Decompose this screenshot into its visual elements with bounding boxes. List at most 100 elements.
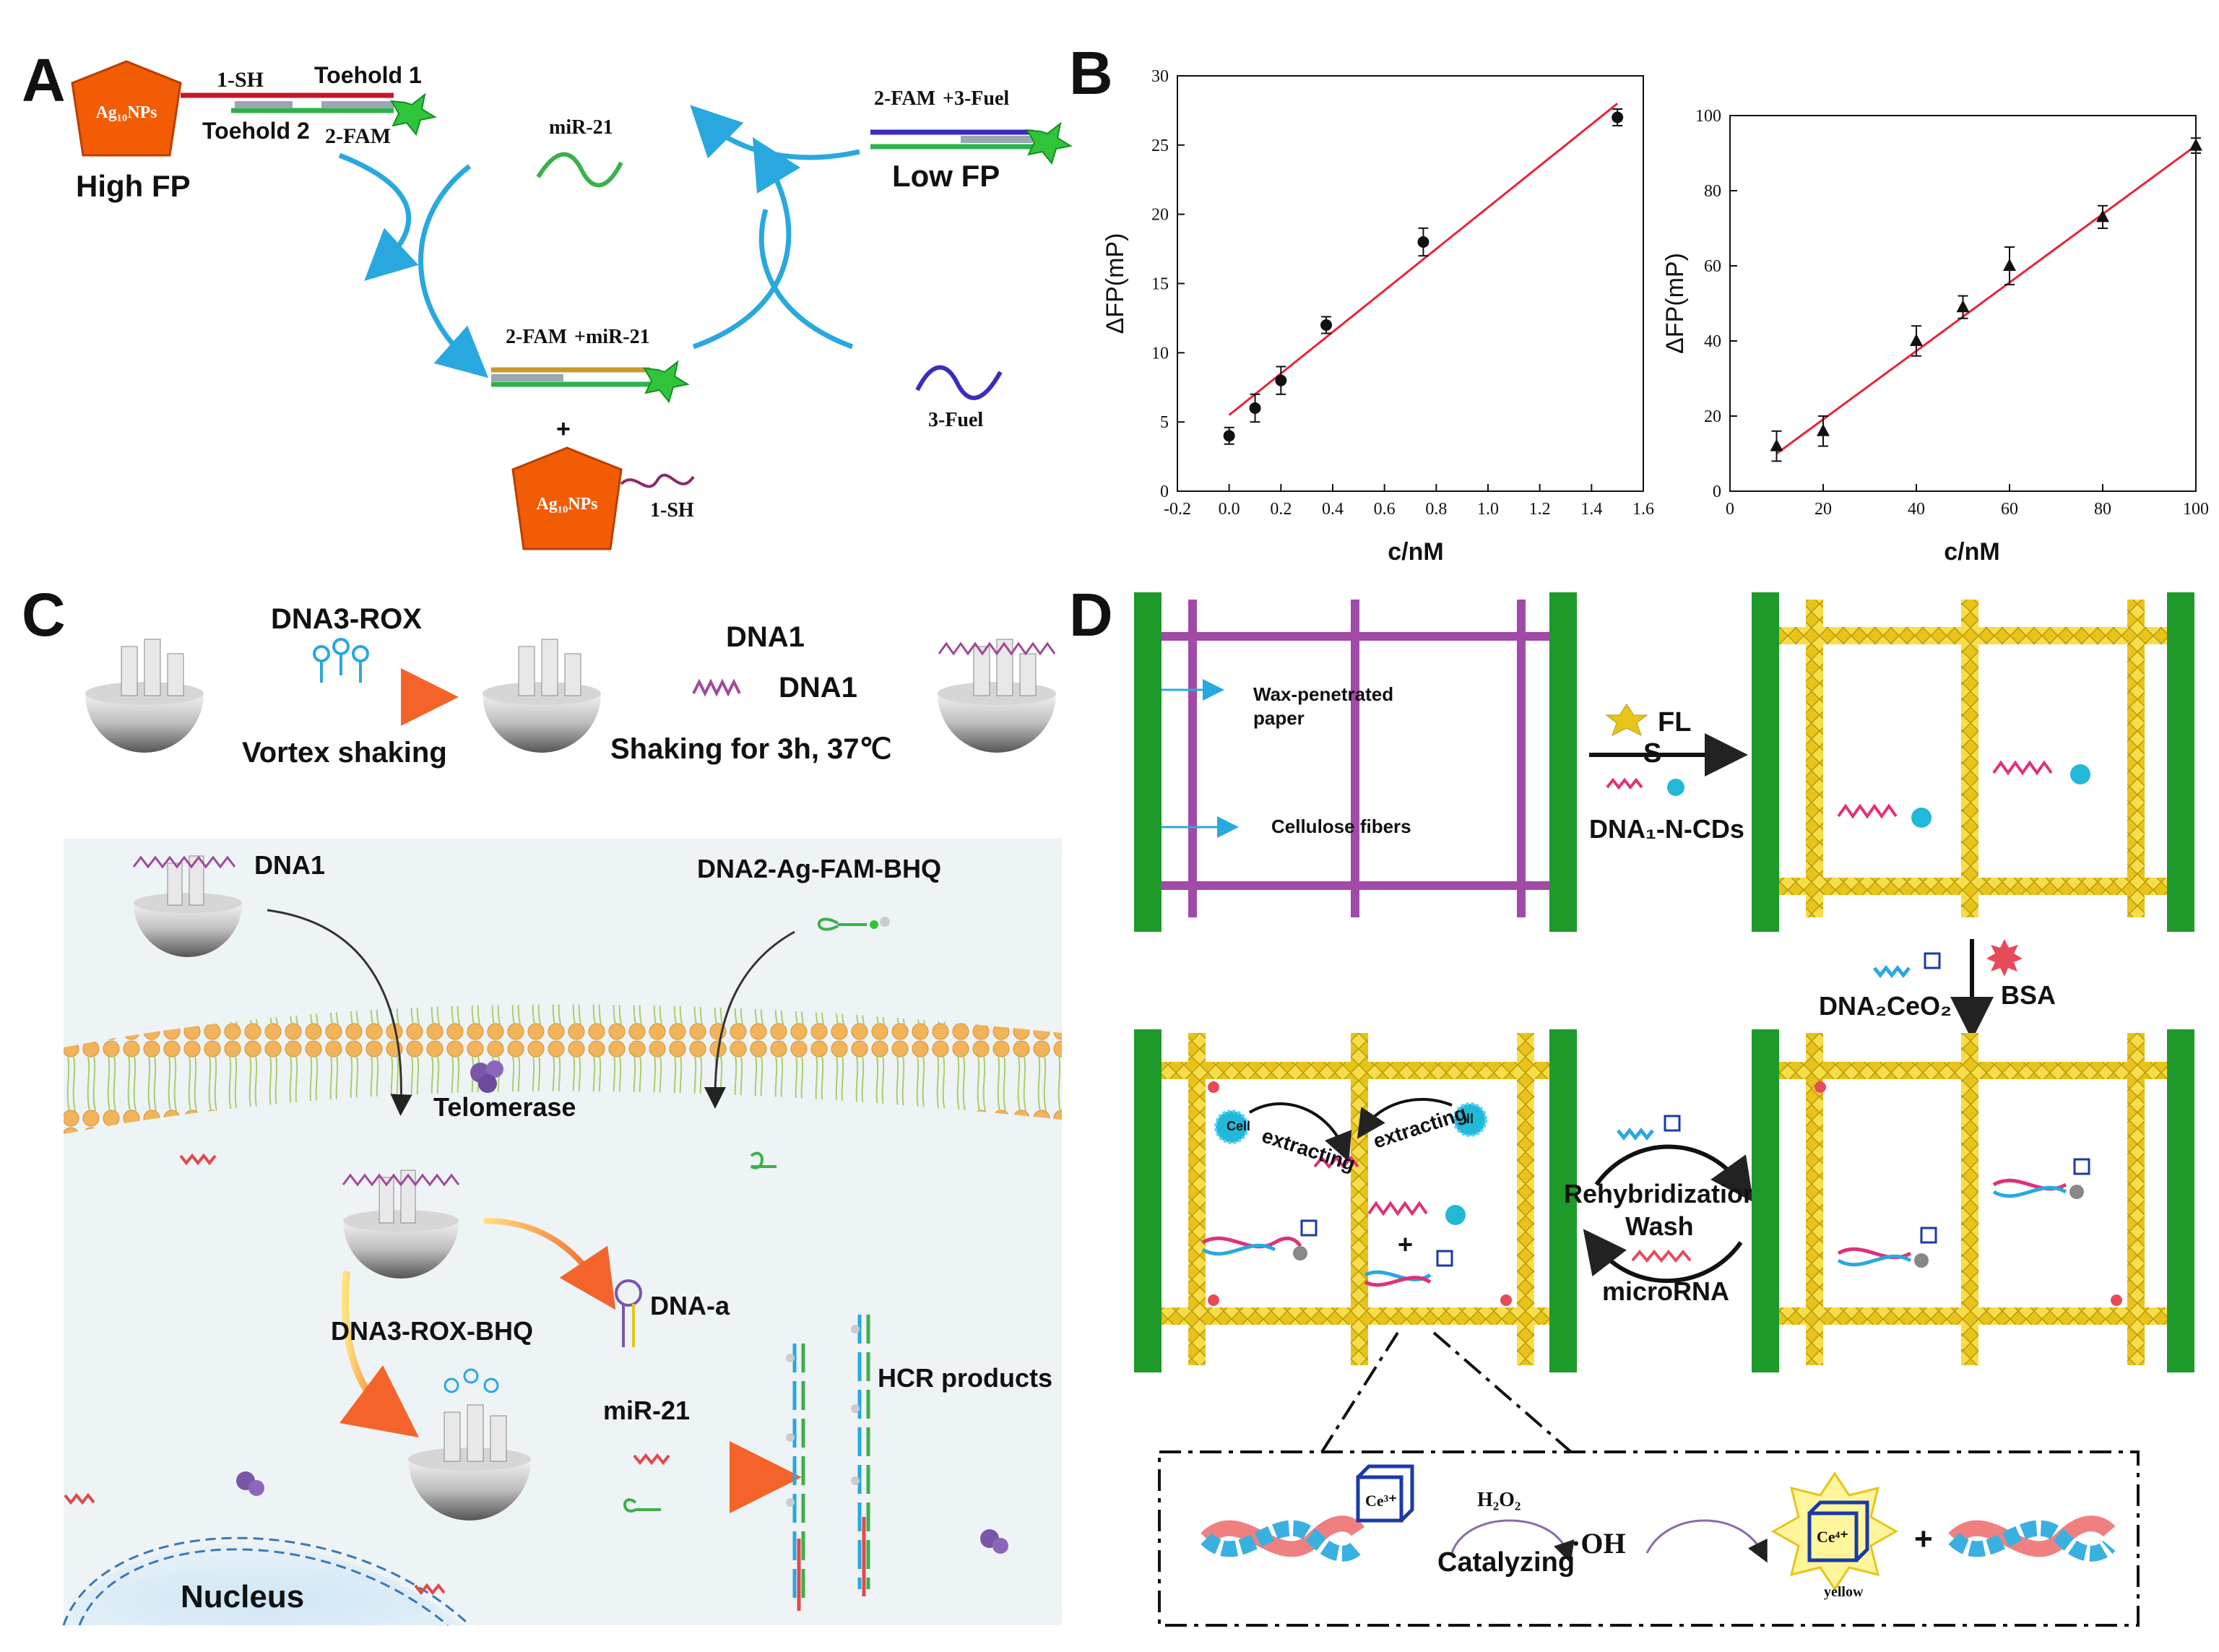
arrow-a4 [690, 105, 860, 160]
y-tick-label: 20 [1151, 206, 1169, 225]
data-point [1223, 430, 1235, 442]
panel-d: D Wax-penetrated paper Cellulose fibers … [1069, 581, 2194, 1627]
dsdna-helix-right [1948, 1515, 2116, 1562]
data-point [1817, 423, 1830, 436]
dna-a-hairpin-icon [615, 1279, 642, 1347]
x-tick-label: 0.8 [1425, 500, 1447, 519]
mesoporous-sphere-3 [938, 639, 1056, 753]
label-ce4: Ce⁴⁺ [1817, 1528, 1848, 1546]
data-point [2189, 138, 2202, 151]
label-3-fuel: 3-Fuel [928, 409, 983, 431]
y-tick-label: 60 [1704, 257, 1721, 276]
arrow-dna1-entry [267, 909, 412, 1116]
arrow-rehyb-right [1594, 1144, 1754, 1203]
label-1-sh: 1-SH [217, 68, 264, 92]
data-point [2096, 209, 2109, 222]
x-tick-label: 1.4 [1580, 500, 1602, 519]
arrow-dna2-entry [704, 930, 795, 1109]
label-shaking: Shaking for 3h, 37℃ [610, 733, 891, 765]
label-paper: paper [1253, 707, 1305, 729]
x-tick-label: 0 [1726, 500, 1734, 519]
y-tick-label: 40 [1704, 332, 1721, 351]
cell-membrane [64, 1004, 1062, 1134]
telomerase-icon-2 [236, 1471, 264, 1496]
data-point [1275, 374, 1287, 386]
y-tick-label: 0 [1160, 483, 1169, 501]
y-tick-label: 100 [1695, 107, 1721, 126]
y-tick-label: 25 [1151, 137, 1169, 155]
label-mir21-c: miR-21 [603, 1396, 690, 1425]
label-plus-a: + [556, 415, 571, 443]
zoom-line-right [1432, 1331, 1573, 1453]
label-fl: FL [1658, 707, 1691, 738]
hcr-products [786, 1315, 870, 1611]
complex-region [491, 374, 563, 381]
label-dna3-rox-bhq: DNA3-ROX-BHQ [331, 1316, 533, 1346]
fam-fluorophore-complex [643, 360, 690, 404]
mesoporous-sphere-1 [85, 639, 204, 753]
label-dna2: DNA2-Ag-FAM-BHQ [697, 854, 941, 883]
paper-box-2 [1752, 592, 2194, 932]
panel-c-letter: C [22, 581, 66, 649]
x-tick-label: 0.0 [1219, 500, 1240, 519]
x-tick-label: 1.0 [1477, 500, 1499, 519]
y-tick-label: 30 [1151, 67, 1169, 86]
data-point [1320, 319, 1333, 331]
mirna-fragment-3 [414, 1583, 446, 1596]
label-wash: Wash [1625, 1211, 1694, 1241]
label-high-fp: High FP [76, 169, 191, 203]
paper-box-3 [1134, 1029, 1577, 1372]
x-axis-label: c/nM [1388, 538, 1443, 566]
label-cell-2: ll [1466, 1112, 1474, 1126]
label-ce3: Ce³⁺ [1365, 1492, 1397, 1510]
cell-background [64, 838, 1062, 1625]
label-low-fam: 2-FAM [874, 87, 935, 110]
x-tick-label: 20 [1814, 500, 1832, 519]
arrow-a2 [418, 164, 489, 379]
sphere-bottom [408, 1368, 531, 1521]
y-axis-label: ΔFP(mP) [1661, 253, 1689, 354]
label-low-fp: Low FP [892, 159, 1000, 193]
x-axis-label: c/nM [1944, 538, 1999, 566]
plot-frame [1729, 115, 2197, 492]
label-dna1-top: DNA1 [726, 621, 805, 653]
paper-box-4 [1752, 1029, 2194, 1372]
x-tick-label: 40 [1908, 500, 1925, 519]
label-low-fuel: +3-Fuel [943, 87, 1009, 110]
fit-line [1228, 103, 1619, 416]
data-point [1956, 300, 1970, 313]
catalysis-inset [1158, 1450, 2140, 1627]
label-mir21: miR-21 [549, 116, 613, 139]
label-dna2ceo2: DNA₂CeO₂ [1819, 991, 1952, 1021]
x-tick-label: -0.2 [1164, 500, 1191, 519]
label-nucleus: Nucleus [181, 1579, 304, 1614]
data-point [1417, 236, 1429, 248]
toehold1-region [321, 101, 394, 108]
y-tick-label: 15 [1151, 275, 1169, 294]
label-hcr-products: HCR products [878, 1363, 1052, 1393]
ceo2-cube-ce3-icon [1356, 1464, 1414, 1523]
label-plus-inset: + [1914, 1521, 1933, 1557]
label-yellow: yellow [1824, 1584, 1864, 1600]
mirna-fragment-2 [64, 1492, 95, 1505]
np-label-top: Ag₁₀NPs [95, 103, 157, 122]
x-tick-label: 1.6 [1632, 500, 1654, 519]
label-dna1-mid: DNA1 [779, 672, 857, 704]
label-bsa: BSA [2001, 980, 2056, 1010]
arrow-a5 [758, 209, 854, 350]
dsdna-helix-left [1201, 1515, 1365, 1562]
microrna-strand-icon [1631, 1249, 1692, 1263]
panel-a-letter: A [22, 46, 66, 114]
silver-nanoparticle-top: Ag₁₀NPs [71, 60, 182, 157]
arrow-rehyb-left [1583, 1229, 1743, 1284]
dna1-strand-icon [692, 678, 741, 697]
low-region [961, 136, 1033, 143]
fl-star-icon [1605, 704, 1648, 737]
data-point [1910, 334, 1923, 346]
dna2-strand-icon [1873, 964, 1911, 979]
x-tick-label: 60 [2001, 500, 2018, 519]
label-dna3-rox: DNA3-ROX [271, 603, 422, 635]
